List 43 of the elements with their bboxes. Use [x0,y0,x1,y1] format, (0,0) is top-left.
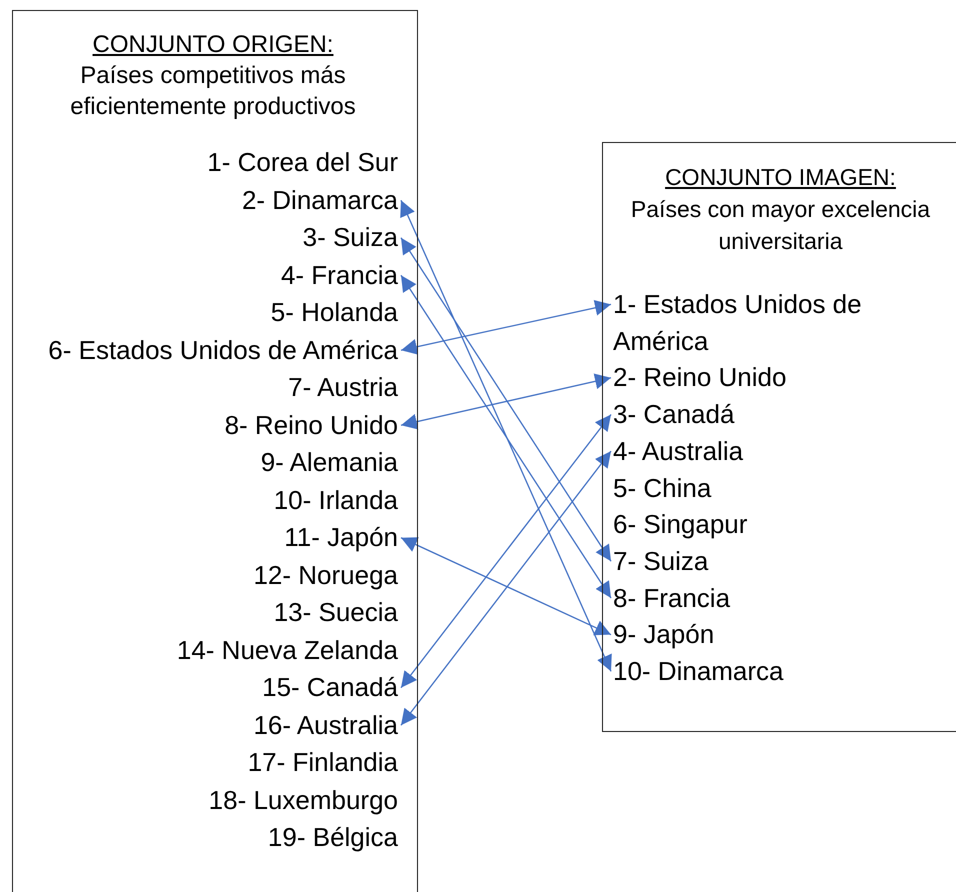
country-item: 2- Dinamarca [242,182,398,219]
country-item: 5- Holanda [270,294,398,332]
double-arrow [400,274,612,598]
country-item: 1- Corea del Sur [207,144,398,182]
country-item: 10- Dinamarca [613,653,784,690]
country-item: 16- Australia [253,706,398,744]
double-arrow [400,414,612,688]
double-arrow [400,200,612,672]
double-arrow [400,237,612,562]
set-heading: CONJUNTO ORIGEN: [92,30,334,60]
country-item: 2- Reino Unido [613,359,786,396]
country-item: 3- Suiza [302,219,398,256]
country-item: 8- Reino Unido [224,406,398,444]
country-item: 14- Nueva Zelanda [176,632,398,669]
country-item: 7- Suiza [613,542,708,580]
country-item: 6- Estados Unidos de América [48,332,398,369]
set-heading: CONJUNTO IMAGEN: [665,163,896,192]
country-item: 6- Singapur [613,506,748,543]
country-item: 17- Finlandia [248,744,398,782]
country-item: 9- Japón [613,616,714,654]
set-box [12,10,418,892]
country-item: 7- Austria [288,369,398,406]
country-item: 11- Japón [284,519,398,556]
country-item: 19- Bélgica [268,819,398,856]
country-item: 9- Alemania [260,444,398,482]
country-item: 4- Francia [280,256,398,294]
double-arrow [400,373,612,430]
country-item: 15- Canadá [262,669,398,706]
country-item: 8- Francia [613,580,730,616]
set-box [602,142,956,732]
country-item: 1- Estados Unidos de América [613,286,935,360]
country-item: 5- China [613,470,712,506]
set-description: Países competitivos más eficientemente productivos [69,61,357,122]
country-item: 10- Irlanda [274,482,398,519]
country-item: 12- Noruega [253,556,398,594]
country-item: 3- Canadá [613,396,734,433]
country-item: 18- Luxemburgo [208,782,398,819]
double-arrow [400,537,612,636]
double-arrow [400,300,612,355]
set-description: Países con mayor excelencia universitaria [630,195,932,256]
double-arrow [400,450,612,726]
country-item: 4- Australia [613,432,744,470]
country-item: 13- Suecia [274,594,398,632]
